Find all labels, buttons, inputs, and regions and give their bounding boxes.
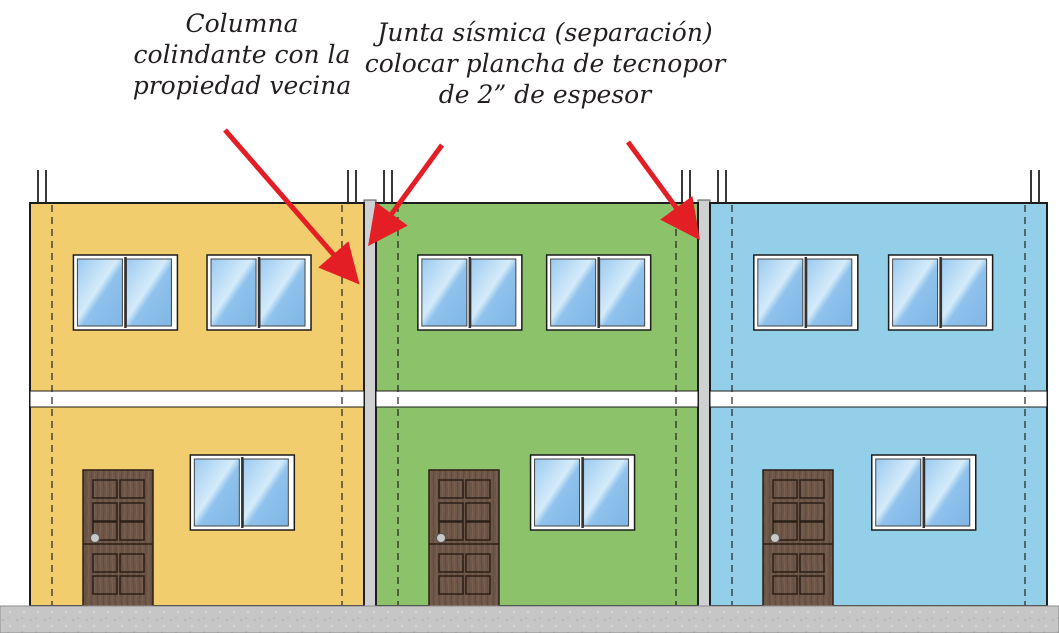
column-annotation-line: colindante con la	[133, 40, 351, 69]
window	[189, 454, 296, 531]
joint-annotation-line: de 2” de espesor	[438, 80, 652, 109]
window	[545, 254, 652, 331]
window	[887, 254, 994, 331]
column-annotation-line: propiedad vecina	[132, 71, 352, 100]
window	[417, 254, 523, 331]
house-left	[29, 170, 365, 609]
house-right	[709, 170, 1048, 609]
arrow-joint-left	[368, 143, 445, 247]
column-annotation-line: Columna	[185, 9, 299, 38]
arrow-joint-right	[625, 140, 700, 241]
seismic-joint	[697, 199, 711, 609]
window	[529, 454, 636, 531]
door	[762, 469, 834, 609]
house-middle	[375, 170, 699, 609]
ground-strip	[0, 605, 1059, 633]
column-annotation: Columna colindante con la propiedad veci…	[92, 8, 392, 101]
seismic-joint	[363, 199, 377, 609]
window	[206, 254, 312, 331]
door	[82, 469, 154, 609]
joint-annotation: Junta sísmica (separación) colocar planc…	[330, 17, 760, 110]
window	[753, 254, 859, 331]
door	[428, 469, 500, 609]
window	[72, 254, 179, 331]
joint-annotation-line: colocar plancha de tecnopor	[364, 49, 726, 78]
window	[871, 454, 977, 531]
arrow-column	[223, 128, 360, 285]
joint-annotation-line: Junta sísmica (separación)	[377, 18, 713, 47]
